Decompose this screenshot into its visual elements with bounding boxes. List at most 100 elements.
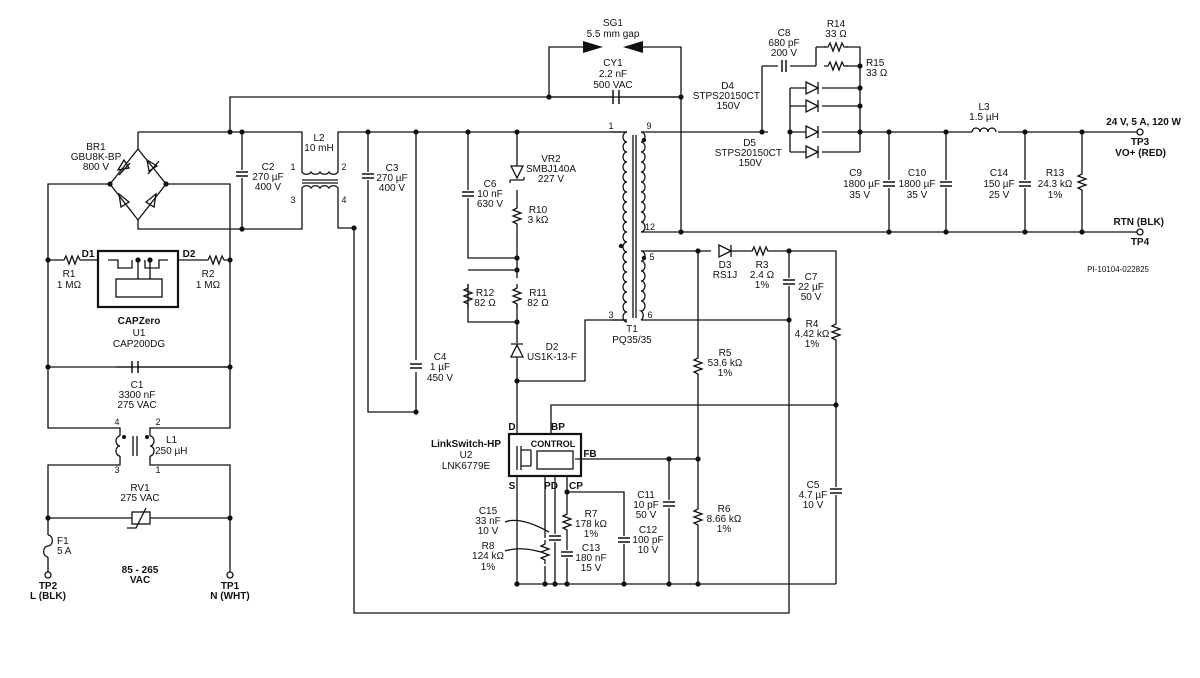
capacitor-c10-symbol xyxy=(939,181,953,187)
t1-pin-6: 6 xyxy=(647,310,652,320)
drawing-number: PI-10104-022825 xyxy=(1087,265,1149,274)
r11-ref: R11 xyxy=(529,288,547,299)
r13-value: 24.3 kΩ xyxy=(1038,179,1073,190)
c5-ref: C5 xyxy=(807,480,820,491)
r3-ref: R3 xyxy=(756,260,769,271)
c7-value: 22 µF xyxy=(798,282,824,293)
r15-value: 33 Ω xyxy=(866,68,888,79)
ic-u2-symbol xyxy=(507,432,583,478)
input-unit: VAC xyxy=(130,575,150,586)
c15-ref: C15 xyxy=(479,506,498,517)
r6-value: 8.66 kΩ xyxy=(707,514,742,525)
c15-pointer xyxy=(504,519,550,533)
r8-tolerance: 1% xyxy=(481,562,496,573)
c6-voltage: 630 V xyxy=(477,199,503,210)
r2-value: 1 MΩ xyxy=(196,280,221,291)
c13-voltage: 15 V xyxy=(581,563,602,574)
output-rating: 24 V, 5 A, 120 W xyxy=(1106,117,1181,128)
l3-value: 1.5 µH xyxy=(969,112,999,123)
capacitor-c4-symbol xyxy=(409,363,423,369)
input-range: 85 - 265 xyxy=(122,565,159,576)
rtn-name: RTN (BLK) xyxy=(1113,217,1164,228)
rv1-value: 275 VAC xyxy=(120,493,159,504)
r7-ref: R7 xyxy=(585,509,598,520)
tp3-name: VO+ (RED) xyxy=(1115,148,1166,159)
diode-d2-symbol xyxy=(509,343,525,358)
capacitor-c13-symbol xyxy=(560,551,574,557)
r14-value: 33 Ω xyxy=(825,29,847,40)
fuse-f1-symbol xyxy=(43,534,53,558)
inductor-l3-symbol xyxy=(971,127,997,133)
tp3-ref: TP3 xyxy=(1131,137,1150,148)
capacitor-c15-symbol xyxy=(548,535,562,541)
t1-value: PQ35/35 xyxy=(612,335,652,346)
rv1-ref: RV1 xyxy=(130,483,150,494)
br1-value: GBU8K-BP xyxy=(71,152,122,163)
c4-value: 1 µF xyxy=(430,362,450,373)
r13-tolerance: 1% xyxy=(1048,190,1063,201)
l1-pin-1: 1 xyxy=(155,465,160,475)
r15-ref: R15 xyxy=(866,58,885,69)
resistor-r8-symbol xyxy=(540,539,550,565)
c4-voltage: 450 V xyxy=(427,373,453,384)
t1-pin-3: 3 xyxy=(608,310,613,320)
c14-ref: C14 xyxy=(990,168,1009,179)
r12-ref: R12 xyxy=(476,288,495,299)
r14-ref: R14 xyxy=(827,19,846,30)
transformer-t1-symbol xyxy=(612,131,647,323)
r8-ref: R8 xyxy=(482,541,495,552)
resistor-r6-symbol xyxy=(693,504,703,530)
br1-ref: BR1 xyxy=(86,142,106,153)
resistor-r3-symbol xyxy=(747,246,773,256)
d5-ref: D5 xyxy=(743,138,756,149)
u2-brand: LinkSwitch-HP xyxy=(431,439,501,450)
c7-ref: C7 xyxy=(805,272,818,283)
u1-ref: U1 xyxy=(133,328,146,339)
resistor-r2-symbol xyxy=(203,255,229,265)
c11-value: 10 pF xyxy=(633,500,659,511)
resistor-r11-symbol xyxy=(512,283,522,309)
u1-pin-d1: D1 xyxy=(82,249,95,260)
c3-voltage: 400 V xyxy=(379,183,405,194)
capacitor-c9-symbol xyxy=(882,181,896,187)
l3-ref: L3 xyxy=(978,102,990,113)
choke-l2-symbol xyxy=(301,160,339,200)
diode-d4-symbol xyxy=(805,80,820,114)
c9-value: 1800 µF xyxy=(843,179,880,190)
l2-value: 10 mH xyxy=(304,143,333,154)
c9-ref: C9 xyxy=(849,168,862,179)
r8-value: 124 kΩ xyxy=(472,551,504,562)
capacitor-c8-symbol xyxy=(781,59,787,73)
resistor-r15-symbol xyxy=(823,61,849,71)
c15-value: 33 nF xyxy=(475,516,501,527)
tp1-name: N (WHT) xyxy=(210,591,249,602)
c6-value: 10 nF xyxy=(477,189,503,200)
br1-voltage: 800 V xyxy=(83,162,109,173)
capacitor-c12-symbol xyxy=(617,537,631,543)
c11-voltage: 50 V xyxy=(636,510,657,521)
c14-value: 150 µF xyxy=(983,179,1014,190)
u1-pin-d2: D2 xyxy=(183,249,196,260)
resistor-r7-symbol xyxy=(562,509,572,535)
r5-ref: R5 xyxy=(719,348,732,359)
spark-gap-sg1 xyxy=(583,41,643,53)
resistor-r14-symbol xyxy=(823,42,849,52)
c10-ref: C10 xyxy=(908,168,927,179)
d4-ref: D4 xyxy=(721,81,734,92)
l1-pin-2: 2 xyxy=(155,417,160,427)
cy1-value: 2.2 nF xyxy=(599,69,627,80)
c1-voltage: 275 VAC xyxy=(117,400,156,411)
u2-pin-cp: CP xyxy=(569,481,583,492)
c3-value: 270 µF xyxy=(376,173,407,184)
r4-tolerance: 1% xyxy=(805,339,820,350)
d3-ref: D3 xyxy=(719,260,732,271)
d2-ref: D2 xyxy=(546,342,559,353)
terminal-tp3 xyxy=(1136,128,1144,136)
r7-value: 178 kΩ xyxy=(575,519,607,530)
c10-value: 1800 µF xyxy=(899,179,936,190)
tp2-name: L (BLK) xyxy=(30,591,66,602)
capacitor-cy1-symbol xyxy=(549,90,681,104)
u2-pin-d: D xyxy=(508,422,515,433)
u2-pin-pd: PD xyxy=(544,481,558,492)
u1-value: CAP200DG xyxy=(113,339,165,350)
